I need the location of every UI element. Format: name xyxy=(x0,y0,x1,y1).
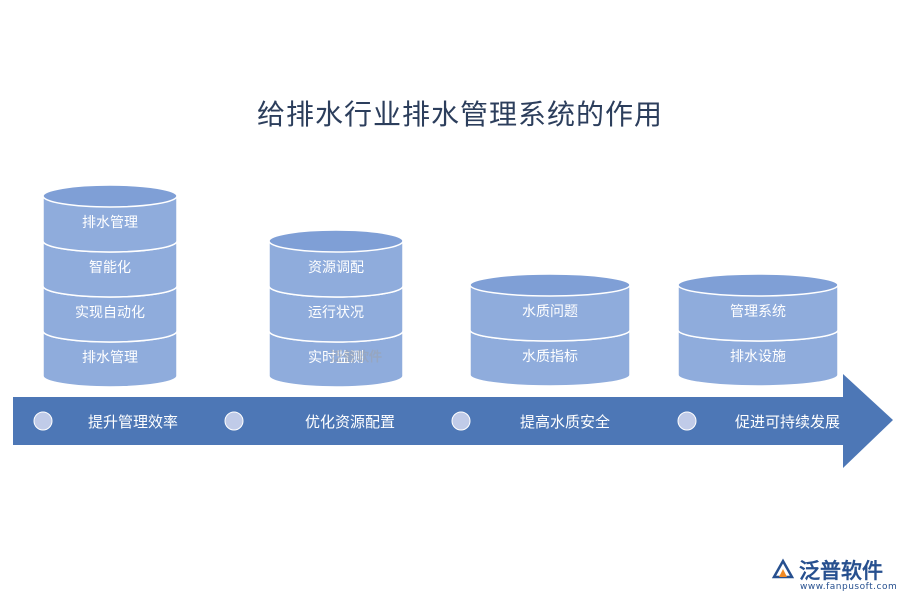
arrow-caption: 提升管理效率 xyxy=(88,413,179,431)
arrow-caption: 优化资源配置 xyxy=(305,413,396,431)
diagram-title: 给排水行业排水管理系统的作用 xyxy=(256,98,663,131)
logo-name: 泛普软件 xyxy=(799,559,883,583)
cylinder-segment-label: 排水管理 xyxy=(82,349,138,366)
cylinder-segment-top xyxy=(469,273,631,297)
arrow-dot xyxy=(33,411,53,431)
cylinder-segment-label: 水质问题 xyxy=(522,303,578,320)
cylinder-segment-body xyxy=(677,329,839,387)
cylinder-segment-top xyxy=(677,273,839,297)
cylinder-stacks xyxy=(42,184,839,388)
arrow-dot xyxy=(677,411,697,431)
cylinder-segment-top xyxy=(268,229,404,253)
cylinder-segment-label: 水质指标 xyxy=(522,348,578,365)
cylinder-segment-label: 实时监测 xyxy=(308,349,364,366)
cylinder-segment-body xyxy=(268,240,404,298)
arrow-caption: 提高水质安全 xyxy=(520,413,611,431)
cylinder-segment-body xyxy=(677,284,839,342)
cylinder-segment-body xyxy=(42,195,178,253)
logo-icon xyxy=(771,558,795,579)
cylinder-segment-body xyxy=(469,284,631,342)
cylinder-segment-label: 运行状况 xyxy=(308,304,364,321)
cylinder-segment-label: 管理系统 xyxy=(730,303,786,320)
arrow-caption: 促进可持续发展 xyxy=(735,413,841,431)
cylinder-segment-body xyxy=(42,240,178,298)
arrow-dot xyxy=(451,411,471,431)
cylinder-segment-label: 实现自动化 xyxy=(75,304,145,321)
cylinder-segment-body xyxy=(268,330,404,388)
cylinder-segment-top xyxy=(42,184,178,208)
cylinder-segment-body xyxy=(42,330,178,388)
arrow-dot xyxy=(224,411,244,431)
watermark: 泛普软件 xyxy=(330,350,383,365)
cylinder-segment-body xyxy=(268,285,404,343)
logo-url: www.fanpusoft.com xyxy=(800,582,898,592)
cylinder-segment-label: 排水设施 xyxy=(730,348,786,365)
brand-logo: 泛普软件 www.fanpusoft.com xyxy=(770,555,898,595)
cylinder-segment-body xyxy=(469,329,631,387)
cylinder-segment-label: 排水管理 xyxy=(82,214,138,231)
cylinder-segment-body xyxy=(42,285,178,343)
arrow-dots xyxy=(33,411,697,431)
cylinder-segment-label: 智能化 xyxy=(89,259,131,276)
cylinder-segment-label: 资源调配 xyxy=(308,259,364,276)
